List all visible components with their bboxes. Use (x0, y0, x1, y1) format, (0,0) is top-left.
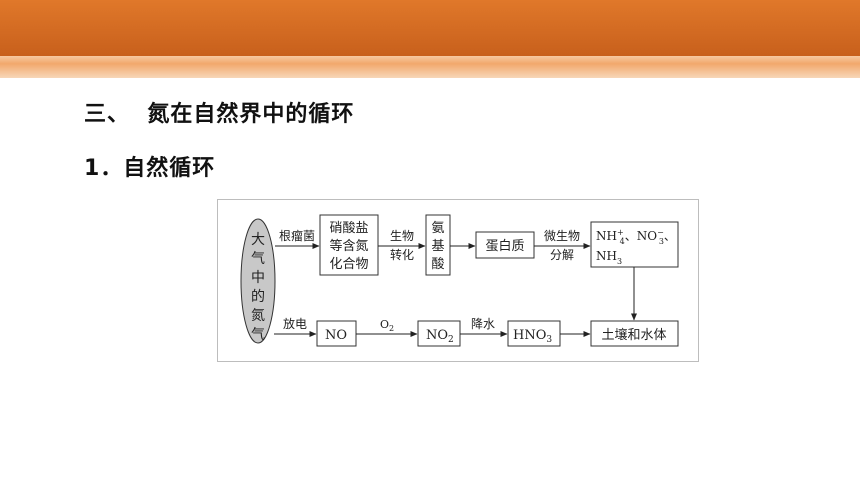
label-microbe-line: 微生物 (544, 229, 580, 243)
box-protein-label: 蛋白质 (485, 238, 524, 254)
source-char: 气 (251, 251, 265, 267)
section-title: 三、 氮在自然界中的循环 (84, 102, 355, 127)
source-char: 大 (251, 232, 265, 248)
box-no-label: NO (325, 328, 347, 343)
box-nitrate-line: 化合物 (329, 257, 368, 272)
source-char: 气 (251, 327, 265, 343)
box-protein (475, 231, 535, 259)
label-nodule-bacteria: 根瘤菌 (279, 228, 315, 243)
box-amino-line: 酸 (431, 257, 444, 272)
label-o2: O2 (380, 318, 394, 333)
box-no2-label: NO2 (426, 328, 454, 345)
label-bio-line: 转化 (390, 247, 414, 262)
header-bar (0, 0, 860, 56)
box-nitrate-line: 硝酸盐 (329, 221, 368, 236)
sub-title: 1．自然循环 (84, 156, 216, 181)
box-nitrate-compounds (319, 214, 379, 276)
source-char: 氮 (251, 308, 265, 324)
box-no (316, 320, 357, 347)
box-no2 (417, 320, 461, 347)
box-amino-line: 基 (431, 239, 444, 254)
box-amino-acid (425, 214, 451, 276)
source-char: 的 (251, 289, 265, 305)
box-hno3 (507, 320, 561, 347)
source-char: 中 (251, 270, 265, 286)
box-soil-label: 土壤和水体 (601, 327, 666, 343)
box-soil-water (590, 320, 679, 347)
source-ellipse (240, 218, 276, 344)
box-nitrate-line: 等含氮 (329, 238, 368, 254)
diagram-svg: 大 气 中 的 氮 气 硝酸盐 等含氮 化合物 氨 基 酸 蛋白质 NH+4、N… (240, 214, 679, 347)
nitrogen-cycle-diagram: 大 气 中 的 氮 气 硝酸盐 等含氮 化合物 氨 基 酸 蛋白质 NH+4、N… (217, 199, 699, 362)
label-microbe-line: 分解 (550, 248, 574, 262)
box-ions-line1: NH+4、NO−3、 (596, 228, 676, 246)
label-bio-line: 生物 (390, 229, 414, 243)
box-hno3-label: HNO3 (513, 328, 552, 345)
source-label: 大 气 中 的 氮 气 (251, 232, 265, 343)
header-stripe (0, 56, 860, 78)
box-amino-line: 氨 (431, 221, 444, 236)
label-discharge: 放电 (283, 316, 307, 331)
box-ions-line2: NH3 (596, 249, 622, 266)
label-rain: 降水 (471, 317, 495, 331)
